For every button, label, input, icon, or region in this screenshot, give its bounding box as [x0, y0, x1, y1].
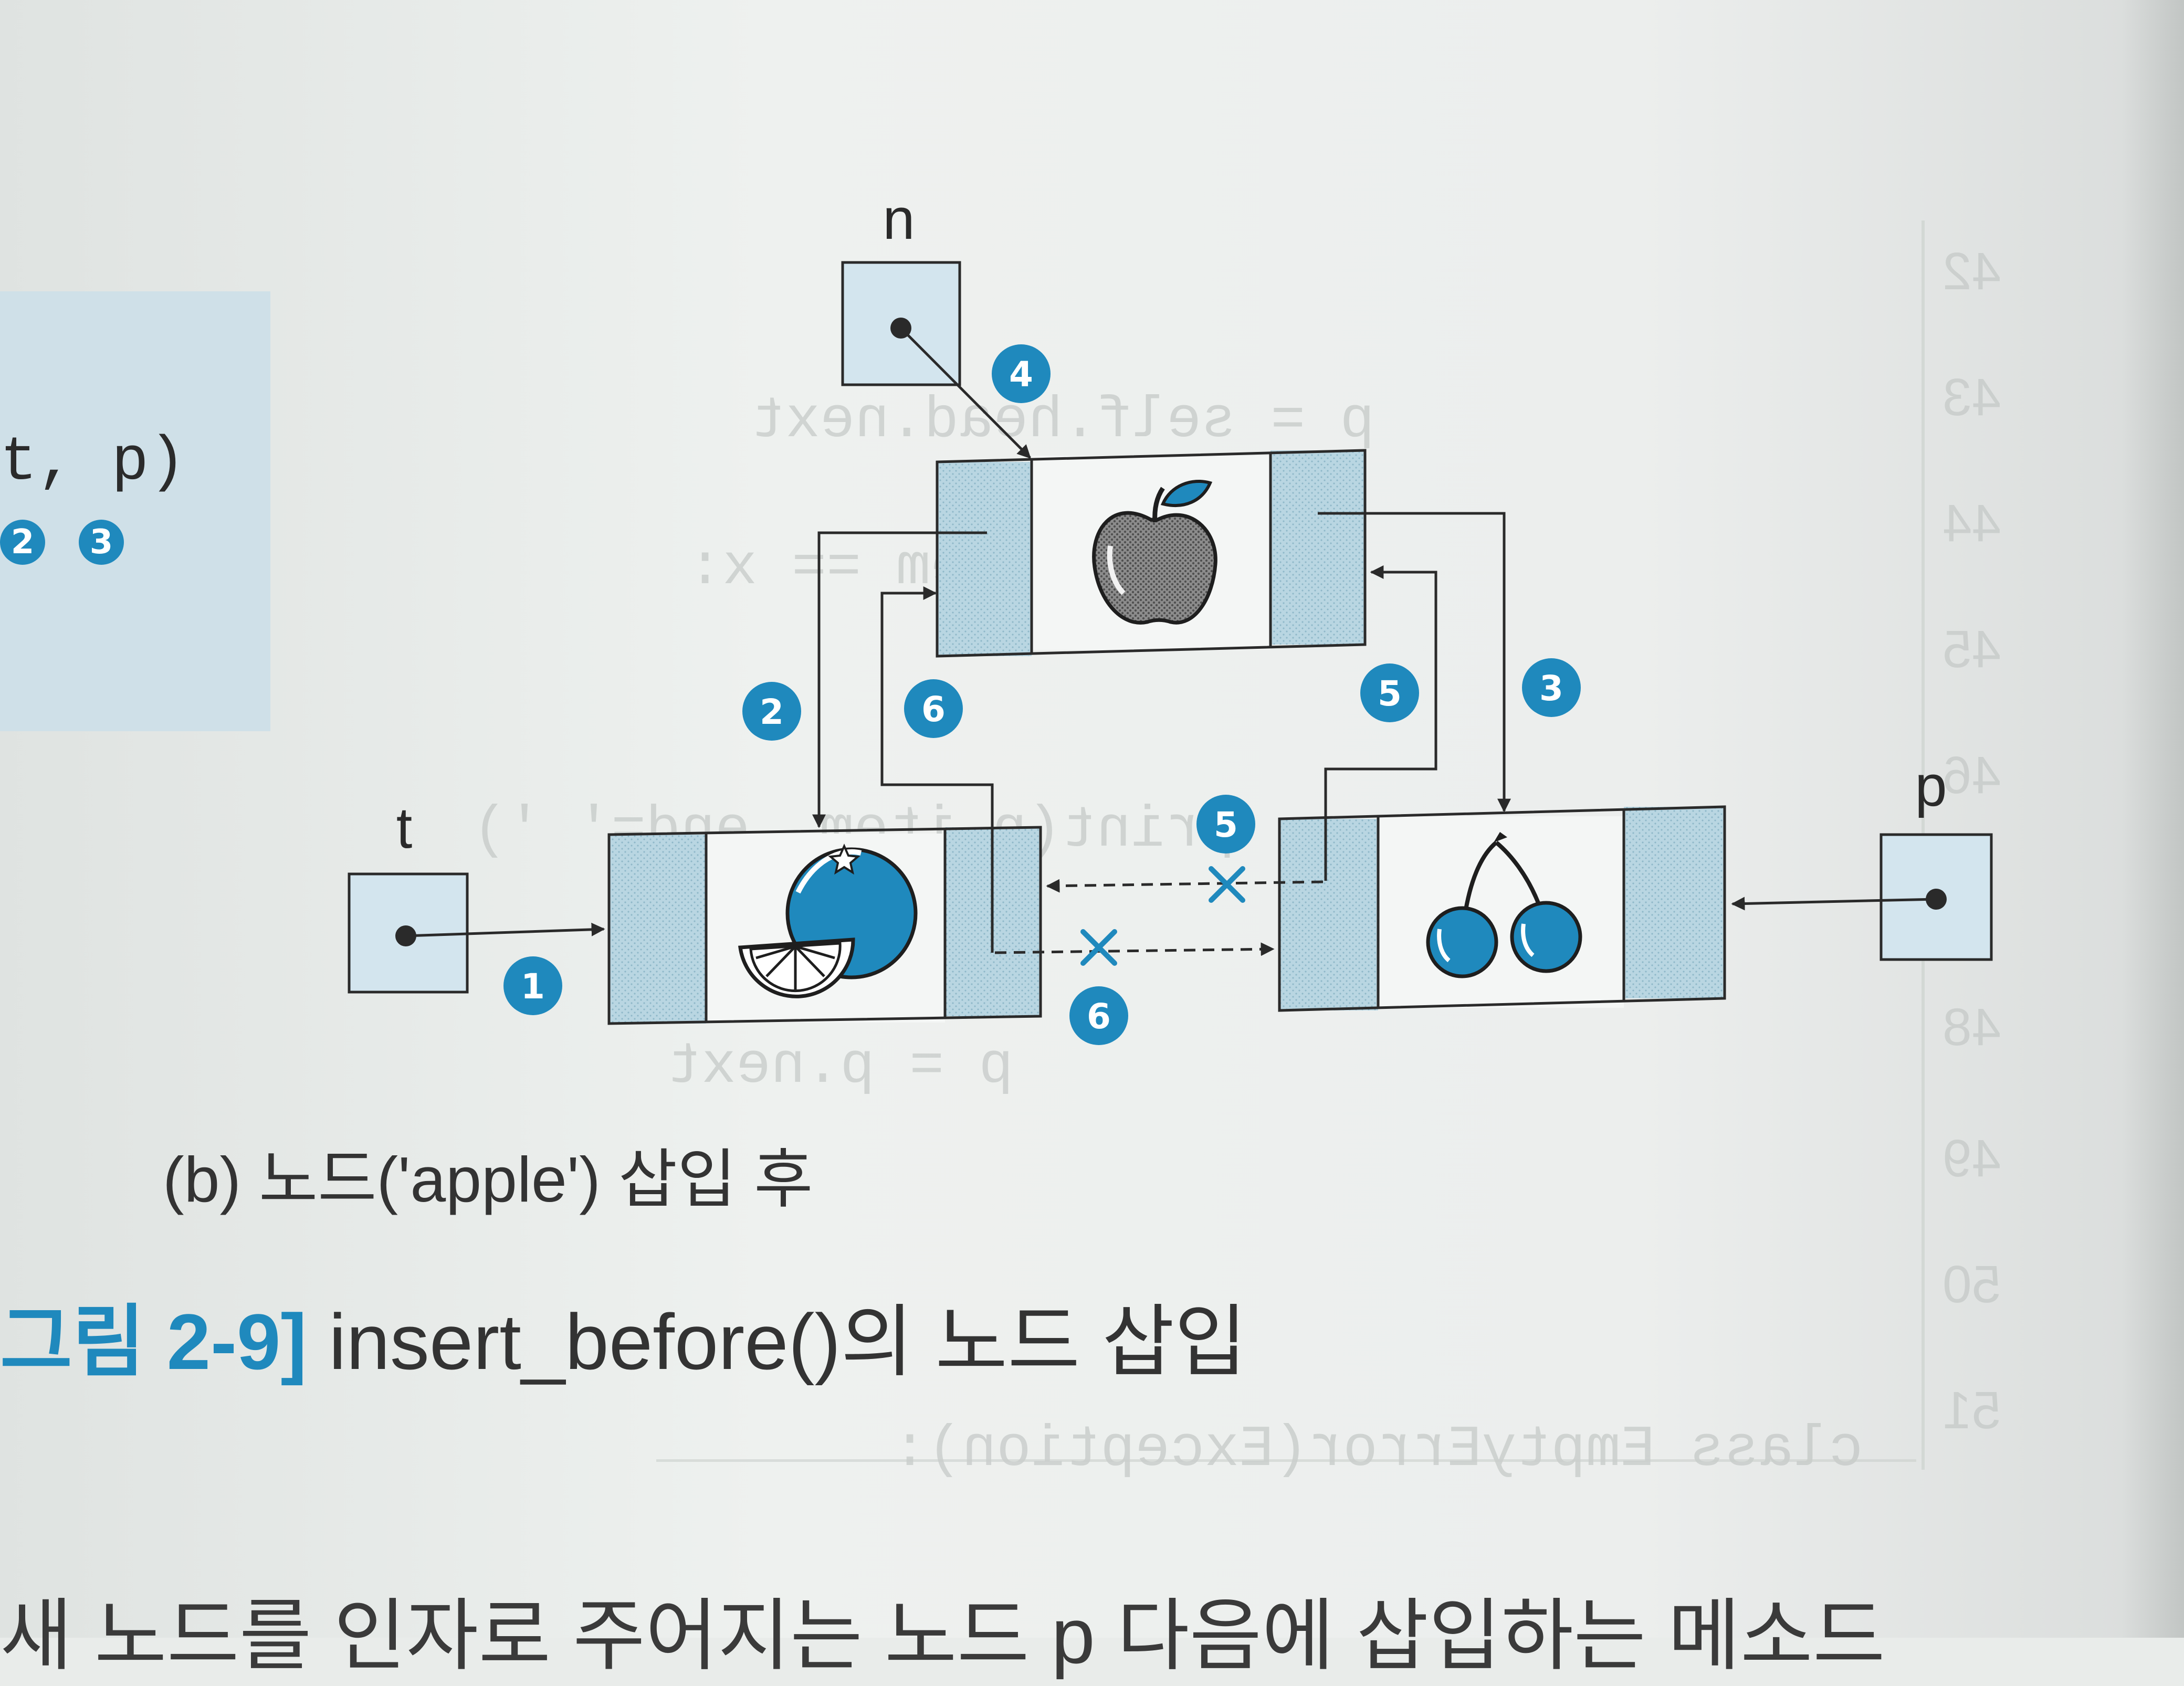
step-marker-3: 3 — [1522, 658, 1581, 717]
svg-text:1: 1 — [521, 966, 545, 1007]
figure-number: 그림 2-9] — [0, 1298, 307, 1386]
subcaption: (b) 노드('apple') 삽입 후 — [163, 1144, 813, 1215]
svg-text:4: 4 — [1009, 354, 1033, 395]
svg-text:3: 3 — [1539, 668, 1563, 709]
pointer-box-t — [348, 872, 469, 994]
svg-text:2: 2 — [760, 692, 784, 732]
variable-label-p: p — [1915, 754, 1947, 818]
step-marker-2: 2 — [0, 520, 45, 565]
variable-label-n: n — [883, 187, 915, 251]
apple-icon — [1092, 479, 1217, 625]
code-box — [0, 291, 270, 731]
linked-list-diagram: n t p — [348, 187, 1993, 1045]
step-marker-6: 6 — [1069, 986, 1128, 1045]
svg-text:5: 5 — [1214, 805, 1238, 845]
pointer-box-p — [1880, 833, 1993, 961]
step-marker-5: 5 — [1360, 663, 1419, 722]
svg-text:6: 6 — [1087, 996, 1111, 1037]
cherry-icon — [1426, 832, 1582, 978]
step-marker-1: 1 — [503, 956, 562, 1015]
page-background — [0, 0, 2184, 1638]
code-line: t, p) — [0, 428, 186, 498]
body-text-partial: 새 노드를 인자로 주어지는 노드 p 다음에 삽입하는 메소드 — [0, 1592, 1885, 1680]
figure-title: insert_before()의 노드 삽입 — [307, 1298, 1247, 1386]
step-marker-6: 6 — [904, 679, 963, 738]
step-marker-5: 5 — [1196, 795, 1255, 853]
cross-icon — [1080, 929, 1117, 966]
step-marker-4: 4 — [992, 344, 1051, 403]
cross-icon — [1209, 866, 1245, 903]
page-edge-shadow — [2121, 0, 2184, 1638]
variable-label-t: t — [396, 796, 413, 860]
show-through-rule — [656, 1459, 1916, 1462]
svg-text:6: 6 — [921, 689, 946, 730]
orange-icon — [738, 844, 918, 998]
step-marker-3: 3 — [79, 520, 124, 565]
figure-caption: 그림 2-9] insert_before()의 노드 삽입 — [0, 1278, 1247, 1392]
step-marker-2: 2 — [742, 682, 801, 741]
svg-text:5: 5 — [1378, 673, 1402, 714]
pointer-box-n — [841, 261, 961, 386]
